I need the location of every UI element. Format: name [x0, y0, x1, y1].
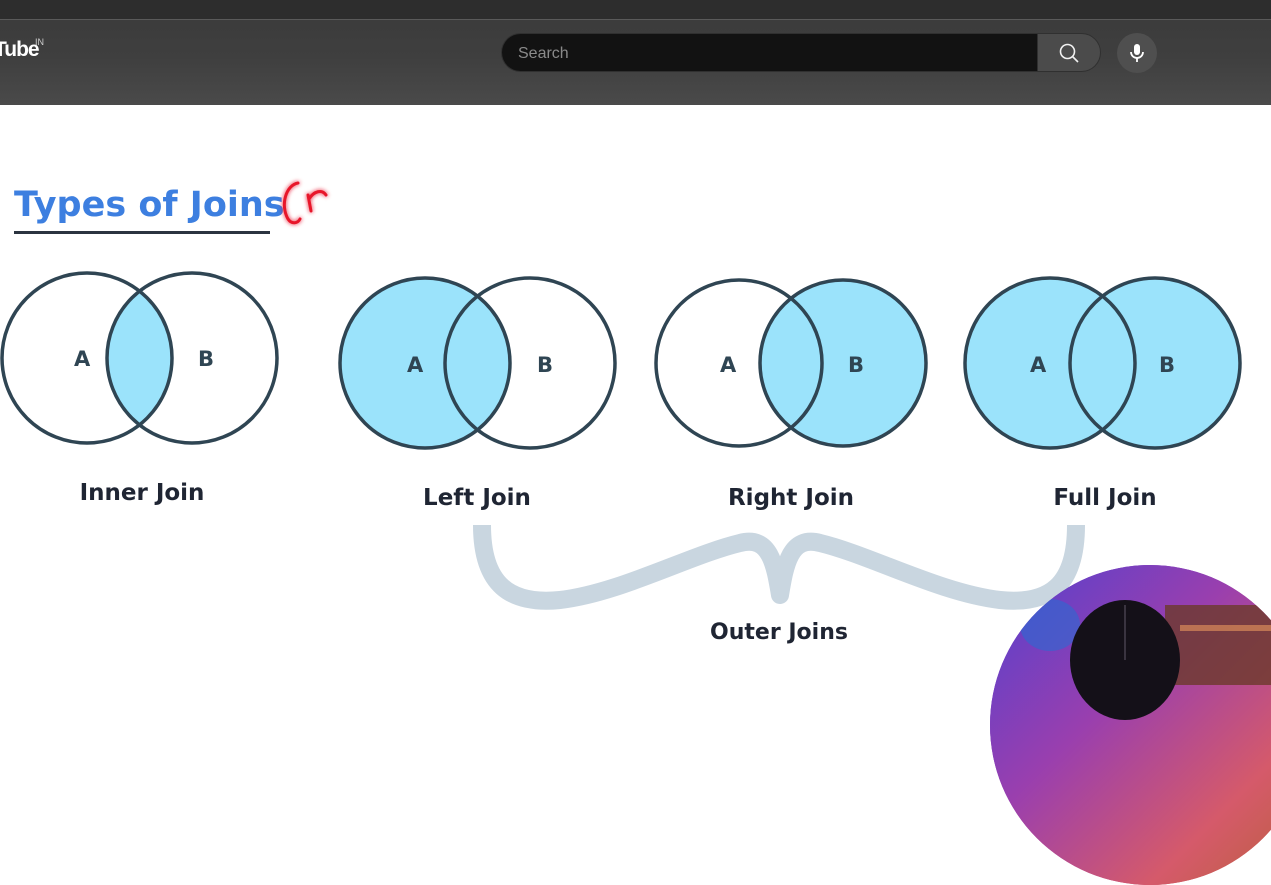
search-box[interactable]	[501, 33, 1038, 73]
intersection-region	[107, 273, 172, 443]
microphone-icon	[1130, 44, 1144, 62]
youtube-logo[interactable]: Tube	[0, 38, 40, 61]
set-a-label: A	[74, 347, 91, 371]
title-underline	[14, 231, 270, 234]
venn-right-join: A B	[654, 278, 928, 448]
youtube-header: Tube IN	[0, 0, 1271, 105]
search-icon	[1059, 43, 1079, 63]
venn-full-join: A B	[963, 276, 1242, 450]
full-join-label: Full Join	[1053, 485, 1157, 511]
handwritten-annotation	[282, 181, 328, 225]
set-a-label: A	[720, 353, 737, 377]
set-b-label: B	[848, 353, 864, 377]
venn-inner-join: A B	[0, 271, 279, 445]
venn-left-join: A B	[338, 276, 617, 450]
set-b-label: B	[1159, 353, 1175, 377]
set-a-region	[340, 278, 510, 448]
set-b-label: B	[537, 353, 553, 377]
address-bar[interactable]	[0, 0, 1271, 20]
set-a-label: A	[407, 353, 424, 377]
outer-joins-brace	[473, 525, 1085, 610]
search-input[interactable]	[516, 34, 1020, 73]
voice-search-button[interactable]	[1117, 33, 1157, 73]
right-join-label: Right Join	[727, 485, 855, 511]
set-a-label: A	[1030, 353, 1047, 377]
left-join-label: Left Join	[423, 485, 531, 511]
set-b-label: B	[198, 347, 214, 371]
search-button[interactable]	[1037, 33, 1101, 72]
outer-joins-label: Outer Joins	[710, 620, 848, 645]
video-frame-slide[interactable]: Types of Joins A B Inner Join A B Lef	[0, 105, 1271, 885]
region-code: IN	[35, 37, 44, 47]
set-b-region	[760, 280, 926, 446]
inner-join-label: Inner Join	[79, 480, 205, 506]
slide-title: Types of Joins	[14, 185, 285, 225]
